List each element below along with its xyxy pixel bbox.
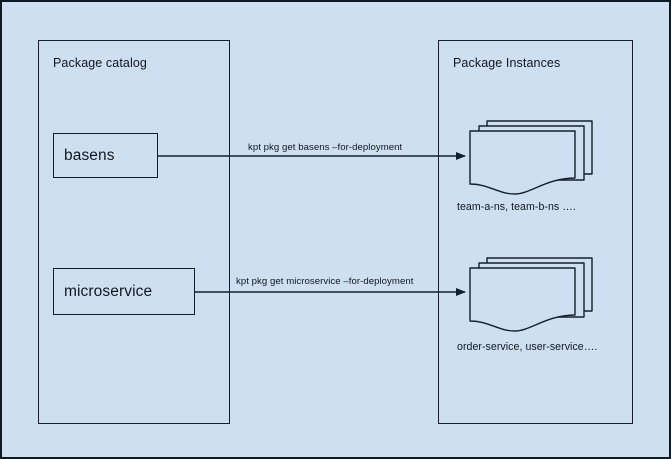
package-catalog-container [38,40,230,424]
document-stack-icon-2 [469,257,593,332]
package-node-basens-label: basens [64,146,115,164]
package-catalog-title: Package catalog [53,56,147,70]
instance-stack-label-2: order-service, user-service…. [457,341,598,353]
package-instances-title: Package Instances [453,56,561,70]
package-node-basens[interactable]: basens [53,133,158,178]
package-node-microservice-label: microservice [64,282,153,300]
edge-label-basens: kpt pkg get basens –for-deployment [246,142,405,153]
instance-stack-label-1: team-a-ns, team-b-ns …. [457,201,576,213]
edge-label-microservice: kpt pkg get microservice –for-deployment [234,276,416,287]
document-stack-icon-1 [469,120,593,195]
package-node-microservice[interactable]: microservice [53,268,195,315]
package-instances-container [438,40,633,424]
